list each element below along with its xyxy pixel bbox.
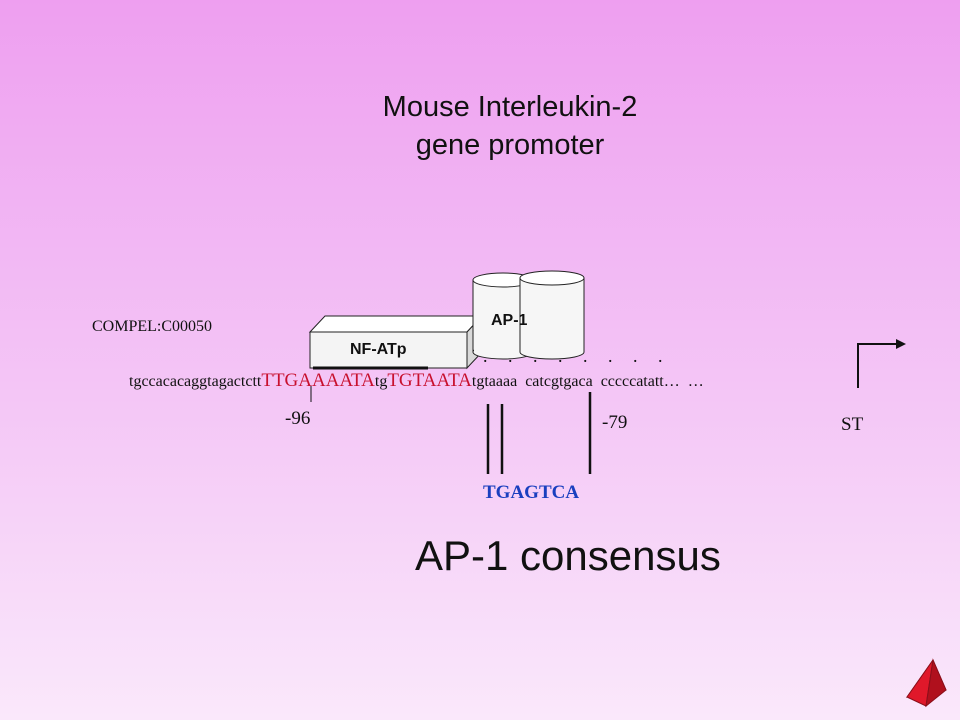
slide-title: Mouse Interleukin-2 gene promoter: [300, 88, 720, 164]
consensus-label: AP-1 consensus: [415, 532, 721, 579]
title-line-2: gene promoter: [415, 129, 605, 161]
ap1-cylinder-front: [519, 270, 585, 360]
triangle-nav-icon[interactable]: [905, 658, 947, 708]
position-left: -96: [285, 408, 311, 429]
promoter-sequence: tgccacacaggtagactcttTTGAAAATAtgTGTAATAtg…: [129, 370, 704, 392]
ap1-label: AP-1: [491, 312, 528, 329]
binding-dots: . . . . . . . .: [483, 346, 671, 366]
start-site-label: ST: [841, 414, 864, 435]
consensus-sequence: TGAGTCA: [483, 482, 580, 503]
sequence-prefix: tgccacacaggtagactctt: [129, 373, 262, 390]
sequence-linker: tg: [374, 373, 388, 390]
title-line-1: Mouse Interleukin-2: [382, 91, 638, 123]
sequence-suffix: tgtaaaa catcgtgaca cccccatatt… …: [471, 373, 704, 390]
transcription-start-arrow-icon: [857, 339, 906, 388]
nfat-label: NF-ATp: [350, 341, 407, 358]
compel-id: COMPEL:C00050: [92, 318, 213, 335]
nfat-site: TTGAAAATA: [261, 370, 375, 391]
ap1-site: TGTAATA: [387, 370, 472, 391]
position-right: -79: [602, 412, 628, 433]
